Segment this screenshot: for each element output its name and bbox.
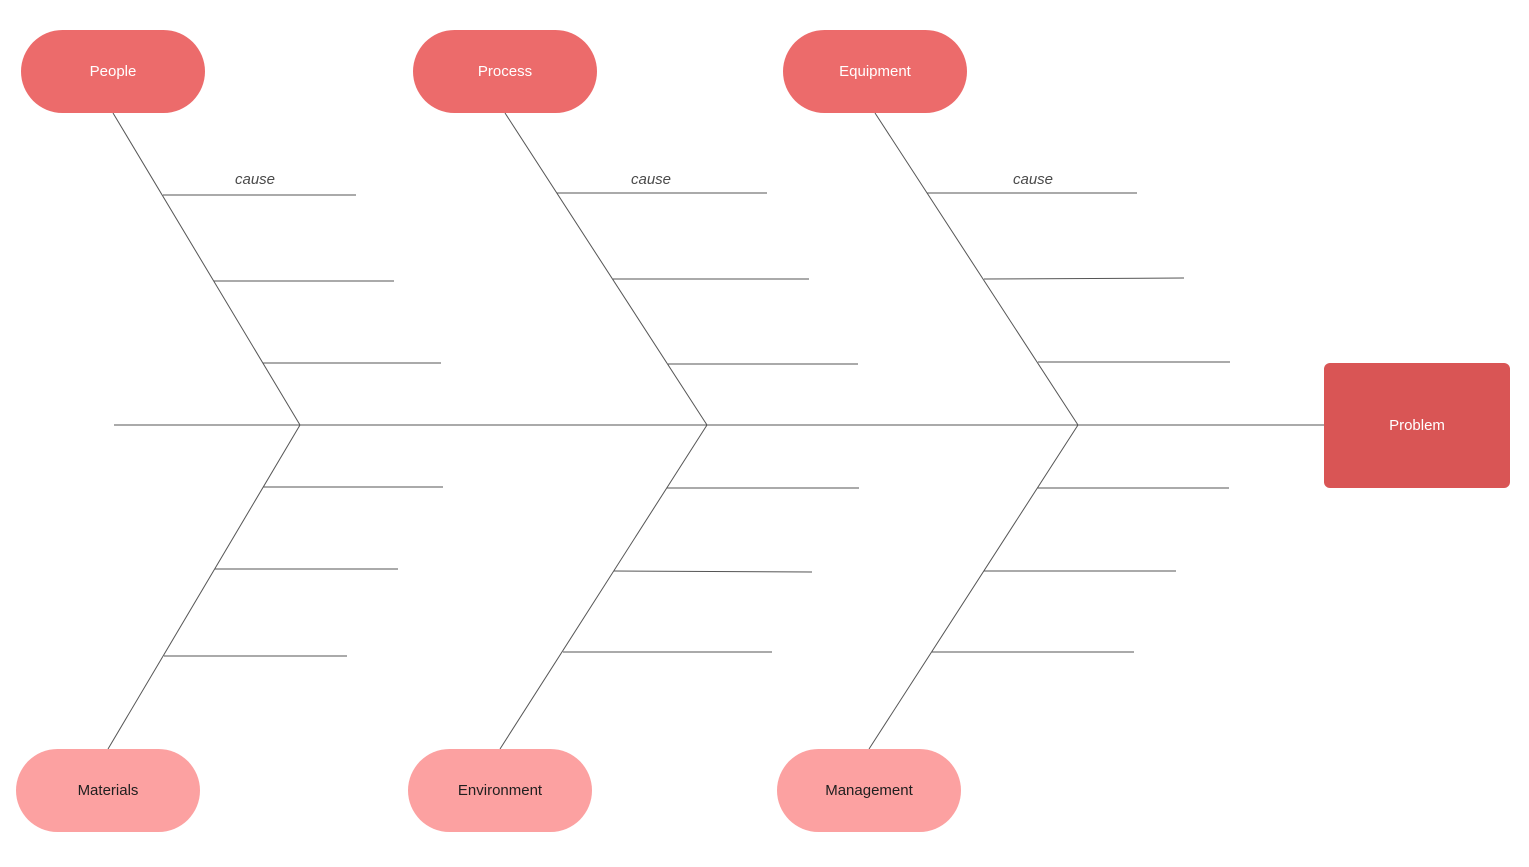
category-equipment-label: Equipment xyxy=(839,63,911,80)
problem-label: Problem xyxy=(1389,417,1445,434)
category-process-label: Process xyxy=(477,63,533,80)
cause-label-process: cause xyxy=(630,171,672,188)
category-equipment[interactable]: Equipment xyxy=(783,30,967,113)
cause-line-environment-2 xyxy=(613,570,813,573)
bone-materials xyxy=(107,424,301,750)
bone-management xyxy=(868,424,1079,750)
cause-label-people: cause xyxy=(234,171,276,188)
category-management[interactable]: Management xyxy=(777,749,961,832)
category-process[interactable]: Process xyxy=(413,30,597,113)
problem-box[interactable]: Problem xyxy=(1324,363,1510,488)
category-materials[interactable]: Materials xyxy=(16,749,200,832)
bone-people xyxy=(112,112,301,426)
category-environment[interactable]: Environment xyxy=(408,749,592,832)
bone-environment xyxy=(499,424,708,750)
category-management-label: Management xyxy=(825,782,913,799)
cause-line-equipment-2 xyxy=(983,277,1185,280)
category-people-label: People xyxy=(89,63,137,80)
bone-process xyxy=(504,112,708,426)
category-environment-label: Environment xyxy=(457,782,543,799)
bone-equipment xyxy=(874,112,1079,426)
cause-label-equipment: cause xyxy=(1012,171,1054,188)
category-people[interactable]: People xyxy=(21,30,205,113)
category-materials-label: Materials xyxy=(77,782,139,799)
